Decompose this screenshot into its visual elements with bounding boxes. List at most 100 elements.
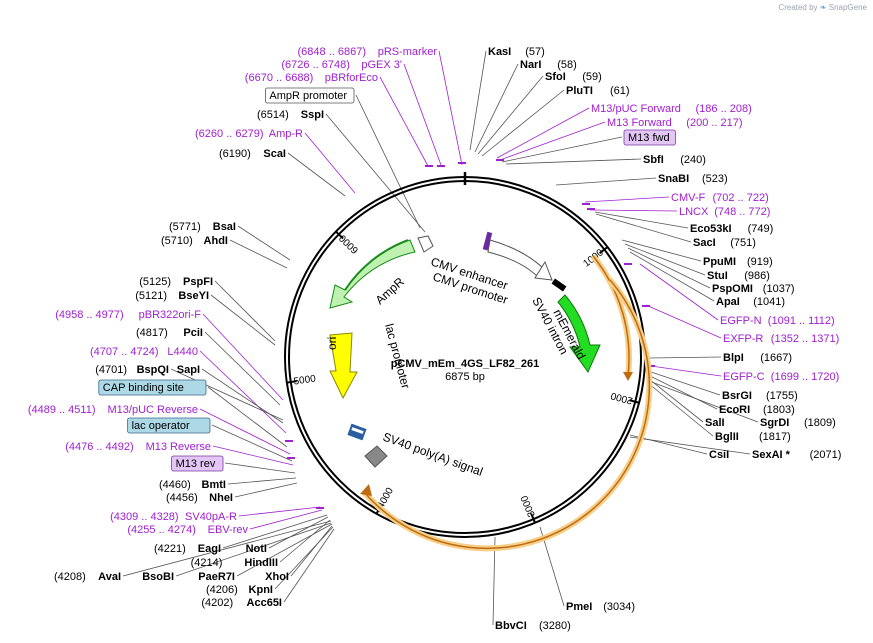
label-pbrforeco: pBRforEco: [325, 72, 378, 84]
leader-line: [477, 75, 544, 155]
orange-arc-spacer: [600, 268, 639, 390]
cmv-promoter-arrow[interactable]: [534, 260, 553, 281]
leader-line: [201, 368, 284, 424]
ori-feature[interactable]: [329, 332, 358, 400]
label-ebv-rev: EBV-rev: [208, 524, 249, 536]
leader-line: [650, 365, 722, 377]
label-snabi-pos: (523): [702, 173, 728, 185]
label-pspomi: PspOMI: [712, 283, 753, 295]
leader-line: [355, 94, 421, 229]
label-kasi: KasI: [488, 46, 511, 58]
label-pcii: PciI: [183, 327, 203, 339]
label-apai: ApaI: [716, 296, 740, 308]
label-leader-lines: [122, 50, 759, 626]
leader-line: [648, 380, 759, 423]
label-nari-pos: (58): [557, 59, 577, 71]
label-sexai: SexAI *: [752, 449, 791, 461]
snapgene-credit: Created by ❧ SnapGene: [778, 3, 867, 12]
leader-line: [202, 313, 284, 401]
leader-line: [175, 522, 332, 577]
leader-line: [238, 506, 321, 517]
leader-line: [492, 536, 496, 626]
leader-line: [234, 482, 298, 498]
label-eco53ki-pos: (749): [748, 223, 774, 235]
leader-line: [222, 514, 328, 549]
site-labels: KasI(57)NarI(58)SfoI(59)PluTI(61)M13/pUC…: [28, 46, 842, 632]
orange-arc-2-halo: [361, 278, 653, 552]
label-nhei: NheI: [209, 492, 233, 504]
leader-line: [290, 525, 333, 577]
label-egfp-c-pos: (1699 .. 1720): [771, 371, 840, 383]
memerald-feature[interactable]: [557, 294, 601, 373]
label-sfoi: SfoI: [545, 71, 566, 83]
label-ahdi-pos: (5710): [161, 235, 193, 247]
label-ecori-pos: (1803): [763, 404, 795, 416]
leader-line: [627, 247, 711, 289]
leader-line: [268, 516, 329, 549]
label-sapi: SapI: [177, 364, 200, 376]
label-pspfi-pos: (5125): [139, 276, 171, 288]
label-m13puc-rev: M13/pUC Reverse: [108, 404, 198, 416]
leader-line: [204, 331, 281, 406]
label-pmei: PmeI: [566, 601, 592, 613]
label-m13puc-fwd: M13/pUC Forward: [591, 103, 681, 115]
label-sspi: SspI: [301, 109, 324, 121]
label-nari: NarI: [520, 59, 541, 71]
leader-line: [496, 107, 590, 159]
sv40-polya-feature[interactable]: [364, 445, 388, 468]
tick-label: 2000: [609, 389, 634, 405]
sv40-intron-feature[interactable]: [551, 278, 567, 292]
label-cap-site-box[interactable]: [98, 379, 207, 396]
orange-arc-2: [363, 279, 651, 550]
leader-line: [639, 263, 719, 321]
leader-line: [624, 243, 706, 276]
label-bsai-pos: (5771): [169, 221, 201, 233]
leader-line: [304, 132, 356, 194]
leader-line: [122, 520, 332, 577]
label-pbr322ori-f-pos: (4958 .. 4977): [55, 309, 124, 321]
leader-line: [214, 280, 276, 342]
label-kpni-pos: (4206): [206, 584, 238, 596]
leader-line: [283, 528, 335, 603]
cmv-enhancer-feature[interactable]: [487, 239, 546, 277]
label-blpi: BlpI: [723, 352, 744, 364]
label-nhei-pos: (4456): [166, 492, 198, 504]
label-lncx-pos: (748 .. 772): [714, 206, 770, 218]
leader-line: [207, 386, 288, 448]
label-m13-fwd-box-box[interactable]: [623, 129, 676, 146]
plasmid-size: 6875 bp: [445, 371, 485, 383]
ampr-outline: [344, 239, 409, 291]
label-sv40pa-r: SV40pA-R: [185, 511, 237, 523]
feature-label-sv40-polya: SV40 poly(A) signal: [381, 430, 485, 479]
label-sgrdi: SgrDI: [760, 417, 789, 429]
label-avai: AvaI: [98, 571, 121, 583]
label-sfoi-pos: (59): [582, 71, 602, 83]
leader-line: [649, 375, 718, 410]
label-lncx: LNCX: [679, 206, 709, 218]
label-ecori: EcoRI: [719, 404, 750, 416]
leader-line: [210, 294, 276, 346]
label-hindiii: HindIII: [244, 557, 278, 569]
label-bsobi: BsoBI: [142, 571, 174, 583]
label-m13-forward: M13 Forward: [607, 117, 672, 129]
leader-line: [501, 136, 623, 163]
label-hindiii-pos: (4214): [191, 557, 223, 569]
label-stui-pos: (986): [744, 270, 770, 282]
label-exfp-r-pos: (1352 .. 1371): [771, 333, 840, 345]
label-snabi: SnaBI: [658, 173, 689, 185]
label-sali: SalI: [705, 417, 725, 429]
label-pspfi: PspFI: [183, 276, 213, 288]
label-sgrdi-pos: (1809): [804, 417, 836, 429]
leader-line: [279, 519, 331, 563]
label-m13-rev-box-box[interactable]: [171, 455, 224, 472]
label-bglii: BglII: [715, 431, 739, 443]
ampr-promoter-feature[interactable]: [417, 235, 434, 253]
leader-line: [505, 158, 642, 165]
tick-mark: [335, 230, 344, 240]
label-lac-operator-box[interactable]: [127, 417, 211, 434]
leader-line: [287, 152, 346, 197]
label-ampr-promoter-box[interactable]: [264, 87, 355, 104]
label-pcii-pos: (4817): [136, 327, 168, 339]
leader-line: [595, 213, 692, 243]
